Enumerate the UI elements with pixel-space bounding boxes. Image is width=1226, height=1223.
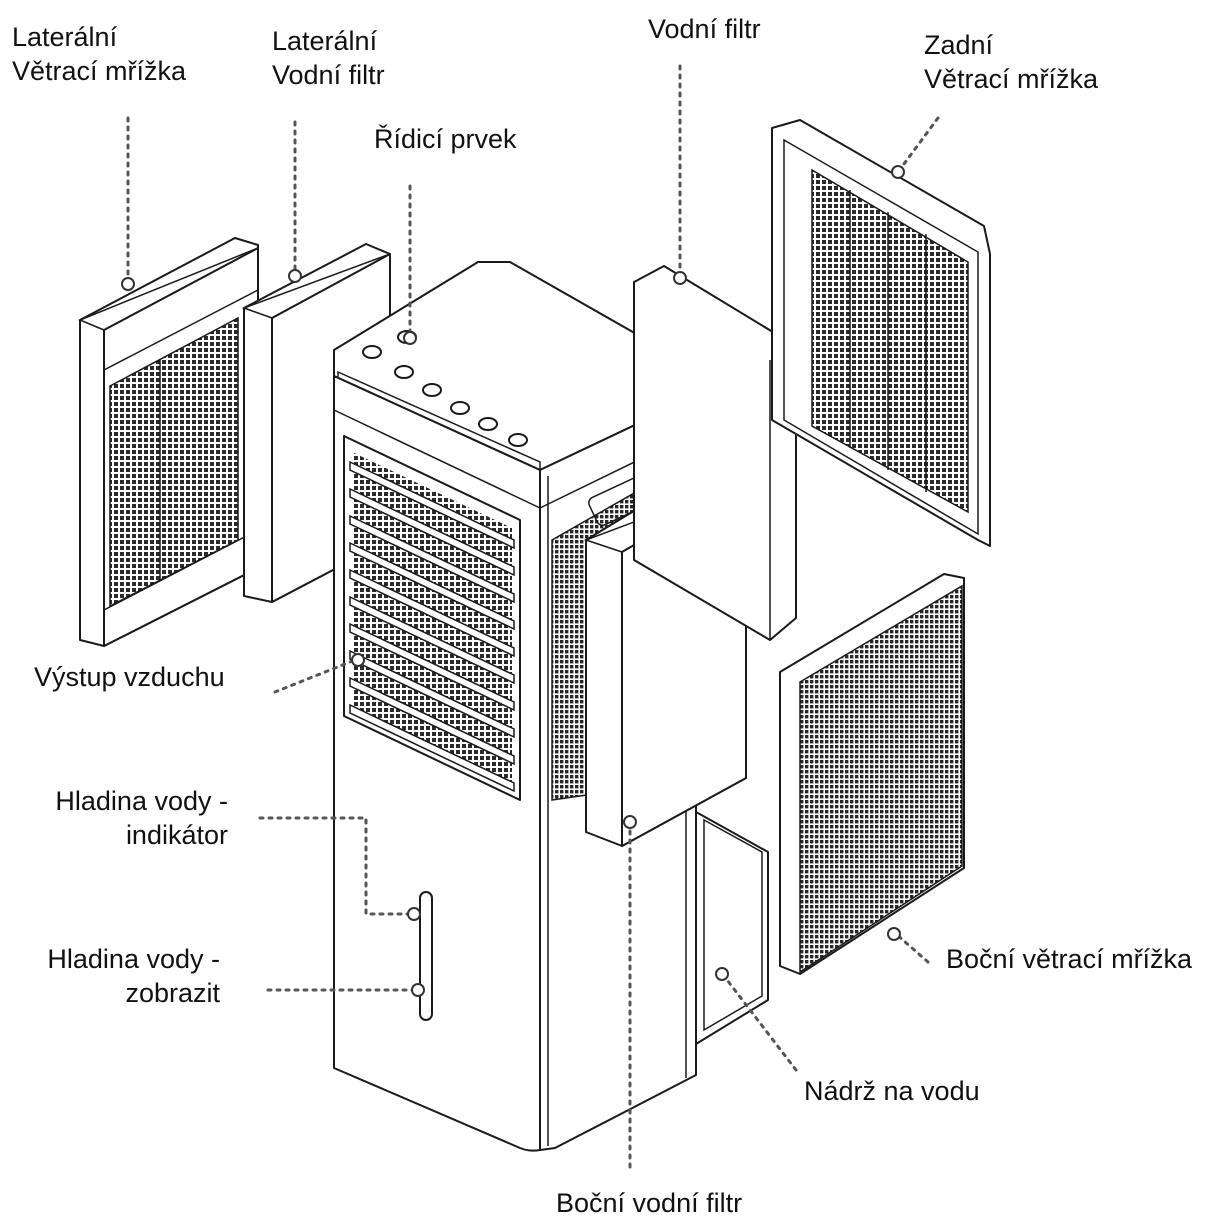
label-lateral-filter-line1: Laterální <box>272 26 378 56</box>
label-control: Řídicí prvek <box>374 122 517 156</box>
label-side-grille-text: Boční větrací mřížka <box>946 944 1193 974</box>
label-rear-grille-line2: Větrací mřížka <box>924 64 1099 94</box>
label-rear-grille: Zadní Větrací mřížka <box>924 28 1098 96</box>
louver-slat <box>349 487 515 577</box>
louver-slat <box>349 568 515 658</box>
label-side-water-filter: Boční vodní filtr <box>556 1186 742 1220</box>
callout-dots <box>121 165 905 997</box>
label-water-tank: Nádrž na vodu <box>804 1074 980 1108</box>
label-lateral-grille-line1: Laterální <box>12 22 118 52</box>
louver-slat <box>349 541 515 631</box>
label-air-outlet-text: Výstup vzduchu <box>34 662 225 692</box>
label-lateral-filter-line2: Vodní filtr <box>272 60 385 90</box>
louver-slat <box>349 460 515 550</box>
label-side-grille: Boční větrací mřížka <box>946 942 1192 976</box>
lateral-grille-part <box>78 237 259 647</box>
louver-slat <box>349 514 515 604</box>
label-control-text: Řídicí prvek <box>374 124 517 154</box>
label-water-level-indicator-line2: indikátor <box>125 820 228 850</box>
label-water-level-indicator-line1: Hladina vody - <box>55 786 228 816</box>
label-rear-grille-line1: Zadní <box>924 30 994 60</box>
label-lateral-grille: Laterální Větrací mřížka <box>12 20 186 88</box>
louver-slat <box>349 622 515 712</box>
leader-lines <box>126 64 940 1170</box>
louver-slat <box>349 595 515 685</box>
label-water-filter-text: Vodní filtr <box>648 14 761 44</box>
label-water-level-display-line2: zobrazit <box>125 978 220 1008</box>
water-level-tube <box>419 891 433 1021</box>
label-water-level-display-line1: Hladina vody - <box>47 944 220 974</box>
side-grille-part <box>779 573 965 975</box>
label-lateral-filter: Laterální Vodní filtr <box>272 24 385 92</box>
label-air-outlet: Výstup vzduchu <box>34 660 225 694</box>
label-water-level-indicator: Hladina vody - indikátor <box>20 784 228 852</box>
louver-slat <box>349 676 515 766</box>
label-side-water-filter-text: Boční vodní filtr <box>556 1188 743 1218</box>
label-water-filter: Vodní filtr <box>648 12 761 46</box>
control-buttons <box>362 330 528 447</box>
rear-grille-part <box>771 119 991 547</box>
louver-slat <box>349 703 515 793</box>
label-lateral-grille-line2: Větrací mřížka <box>12 56 187 86</box>
label-water-level-display: Hladina vody - zobrazit <box>12 942 220 1010</box>
louver-slat <box>349 649 515 739</box>
label-water-tank-text: Nádrž na vodu <box>804 1076 980 1106</box>
